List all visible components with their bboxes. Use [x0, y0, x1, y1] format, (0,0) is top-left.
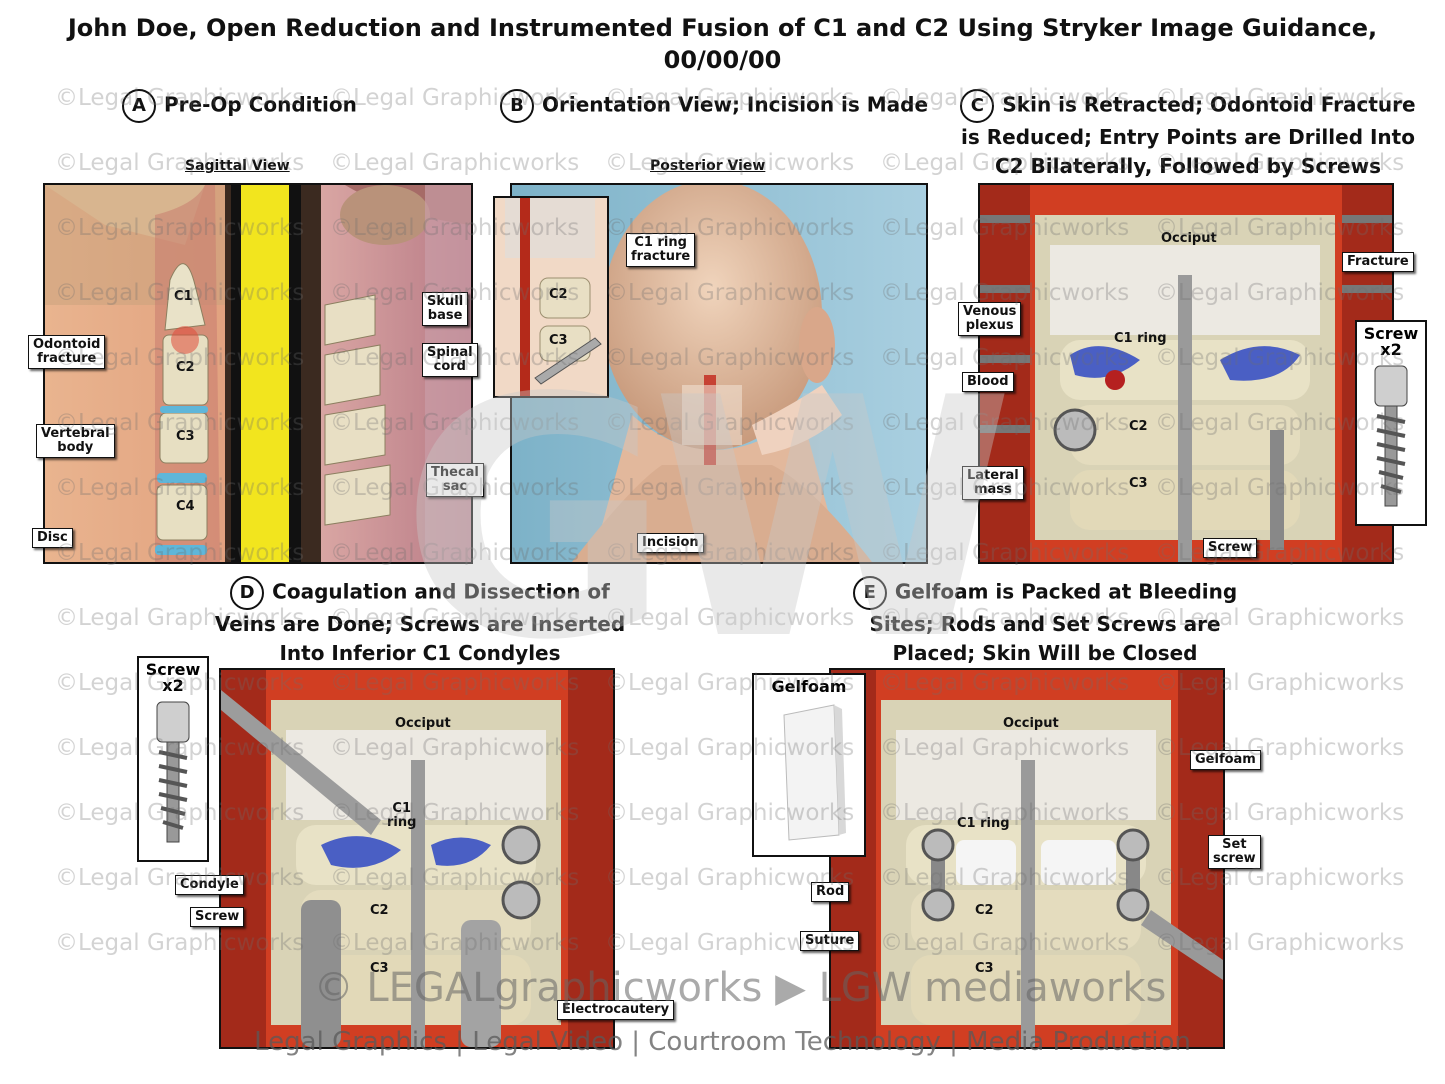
label-b-c2: C2 [549, 287, 568, 302]
label-e-c2: C2 [975, 903, 994, 918]
label-rod: Rod [811, 882, 850, 902]
inset-e-label: Gelfoam [771, 677, 847, 696]
label-disc: Disc [32, 528, 73, 548]
panel-d-screw-inset: Screw x2 [137, 656, 209, 862]
screw-icon [1374, 365, 1408, 507]
label-thecal-sac: Thecal sac [426, 463, 484, 497]
gelfoam-sponge-icon [783, 704, 846, 841]
label-d-c1-ring: C1 ring [387, 801, 417, 830]
subview-posterior: Posterior View [650, 158, 766, 174]
heading-b: B Orientation View; Incision is Made [500, 89, 928, 123]
label-electrocautery: Electrocautery [557, 1000, 675, 1020]
footer-tagline: Legal Graphics | Legal Video | Courtroom… [254, 1027, 1191, 1057]
label-c4: C4 [176, 499, 195, 514]
label-venous-plexus: Venous plexus [958, 302, 1022, 336]
panel-a-sagittal-illustration: C1 C2 C3 C4 [43, 183, 473, 564]
label-vertebral-body: Vertebral body [36, 424, 115, 458]
label-e-c1-ring: C1 ring [957, 816, 1010, 831]
label-d-occiput: Occiput [395, 716, 451, 731]
heading-a-text: Pre-Op Condition [164, 92, 357, 117]
label-c3: C3 [176, 429, 195, 444]
label-suture: Suture [800, 931, 860, 951]
label-c2: C2 [176, 360, 195, 375]
watermark-text: ©Legal Graphicworks [330, 150, 580, 176]
letter-c-badge: C [960, 89, 995, 123]
label-d-screw: Screw [190, 907, 245, 927]
panel-e-surgical-field: Occiput C1 ring C2 C3 [829, 668, 1225, 1049]
label-lateral-mass: Lateral mass [962, 466, 1024, 500]
label-c1-ring-fracture: C1 ring fracture [626, 233, 696, 267]
label-blood: Blood [962, 372, 1014, 392]
page-title: John Doe, Open Reduction and Instrumente… [67, 14, 1378, 74]
label-c-c3: C3 [1129, 476, 1148, 491]
label-d-c2: C2 [370, 903, 389, 918]
label-d-c3: C3 [370, 961, 389, 976]
heading-e-text: Gelfoam is Packed at Bleeding Sites; Rod… [869, 579, 1238, 666]
heading-c-text: Skin is Retracted; Odontoid Fracture is … [961, 92, 1416, 179]
label-c1: C1 [174, 289, 193, 304]
letter-d-badge: D [230, 576, 265, 610]
panel-c-surgical-field: Occiput C1 ring C2 C3 [978, 183, 1394, 564]
label-c-fracture: Fracture [1342, 252, 1414, 272]
label-c-c1-ring: C1 ring [1114, 331, 1167, 346]
label-incision: Incision [637, 533, 704, 553]
panel-e-gelfoam-inset: Gelfoam [752, 673, 866, 857]
label-set-screw: Set screw [1208, 835, 1261, 869]
subview-sagittal: Sagittal View [185, 158, 290, 174]
letter-e-badge: E [852, 576, 887, 610]
heading-a: A Pre-Op Condition [122, 89, 357, 123]
label-e-occiput: Occiput [1003, 716, 1059, 731]
label-c-occiput: Occiput [1161, 231, 1217, 246]
label-condyle: Condyle [175, 875, 244, 895]
panel-d-surgical-field: Occiput C1 ring C2 C3 [219, 668, 615, 1049]
heading-b-text: Orientation View; Incision is Made [542, 92, 929, 117]
label-e-c3: C3 [975, 961, 994, 976]
heading-d-text: Coagulation and Dissection of Veins are … [214, 579, 626, 666]
label-b-c3: C3 [549, 333, 568, 348]
label-e-gelfoam: Gelfoam [1190, 750, 1261, 770]
panel-b-incision-inset: C2 C3 [493, 196, 609, 398]
label-spinal-cord: Spinal cord [422, 343, 478, 377]
letter-a-badge: A [122, 89, 156, 123]
screw-icon [156, 701, 190, 843]
panel-c-screw-inset: Screw x2 [1355, 320, 1427, 526]
inset-c-label: Screw x2 [1363, 324, 1419, 359]
label-c-c2: C2 [1129, 419, 1148, 434]
letter-b-badge: B [500, 89, 534, 123]
label-skull-base: Skull base [422, 292, 469, 326]
label-c-screw: Screw [1203, 538, 1258, 558]
inset-d-label: Screw x2 [145, 660, 201, 695]
gw-logo-watermark: GW [400, 328, 1015, 712]
footer-brand: © LEGALgraphicworks ▶ LGW mediaworks [313, 965, 1167, 1011]
label-odontoid-fracture: Odontoid fracture [28, 335, 106, 369]
